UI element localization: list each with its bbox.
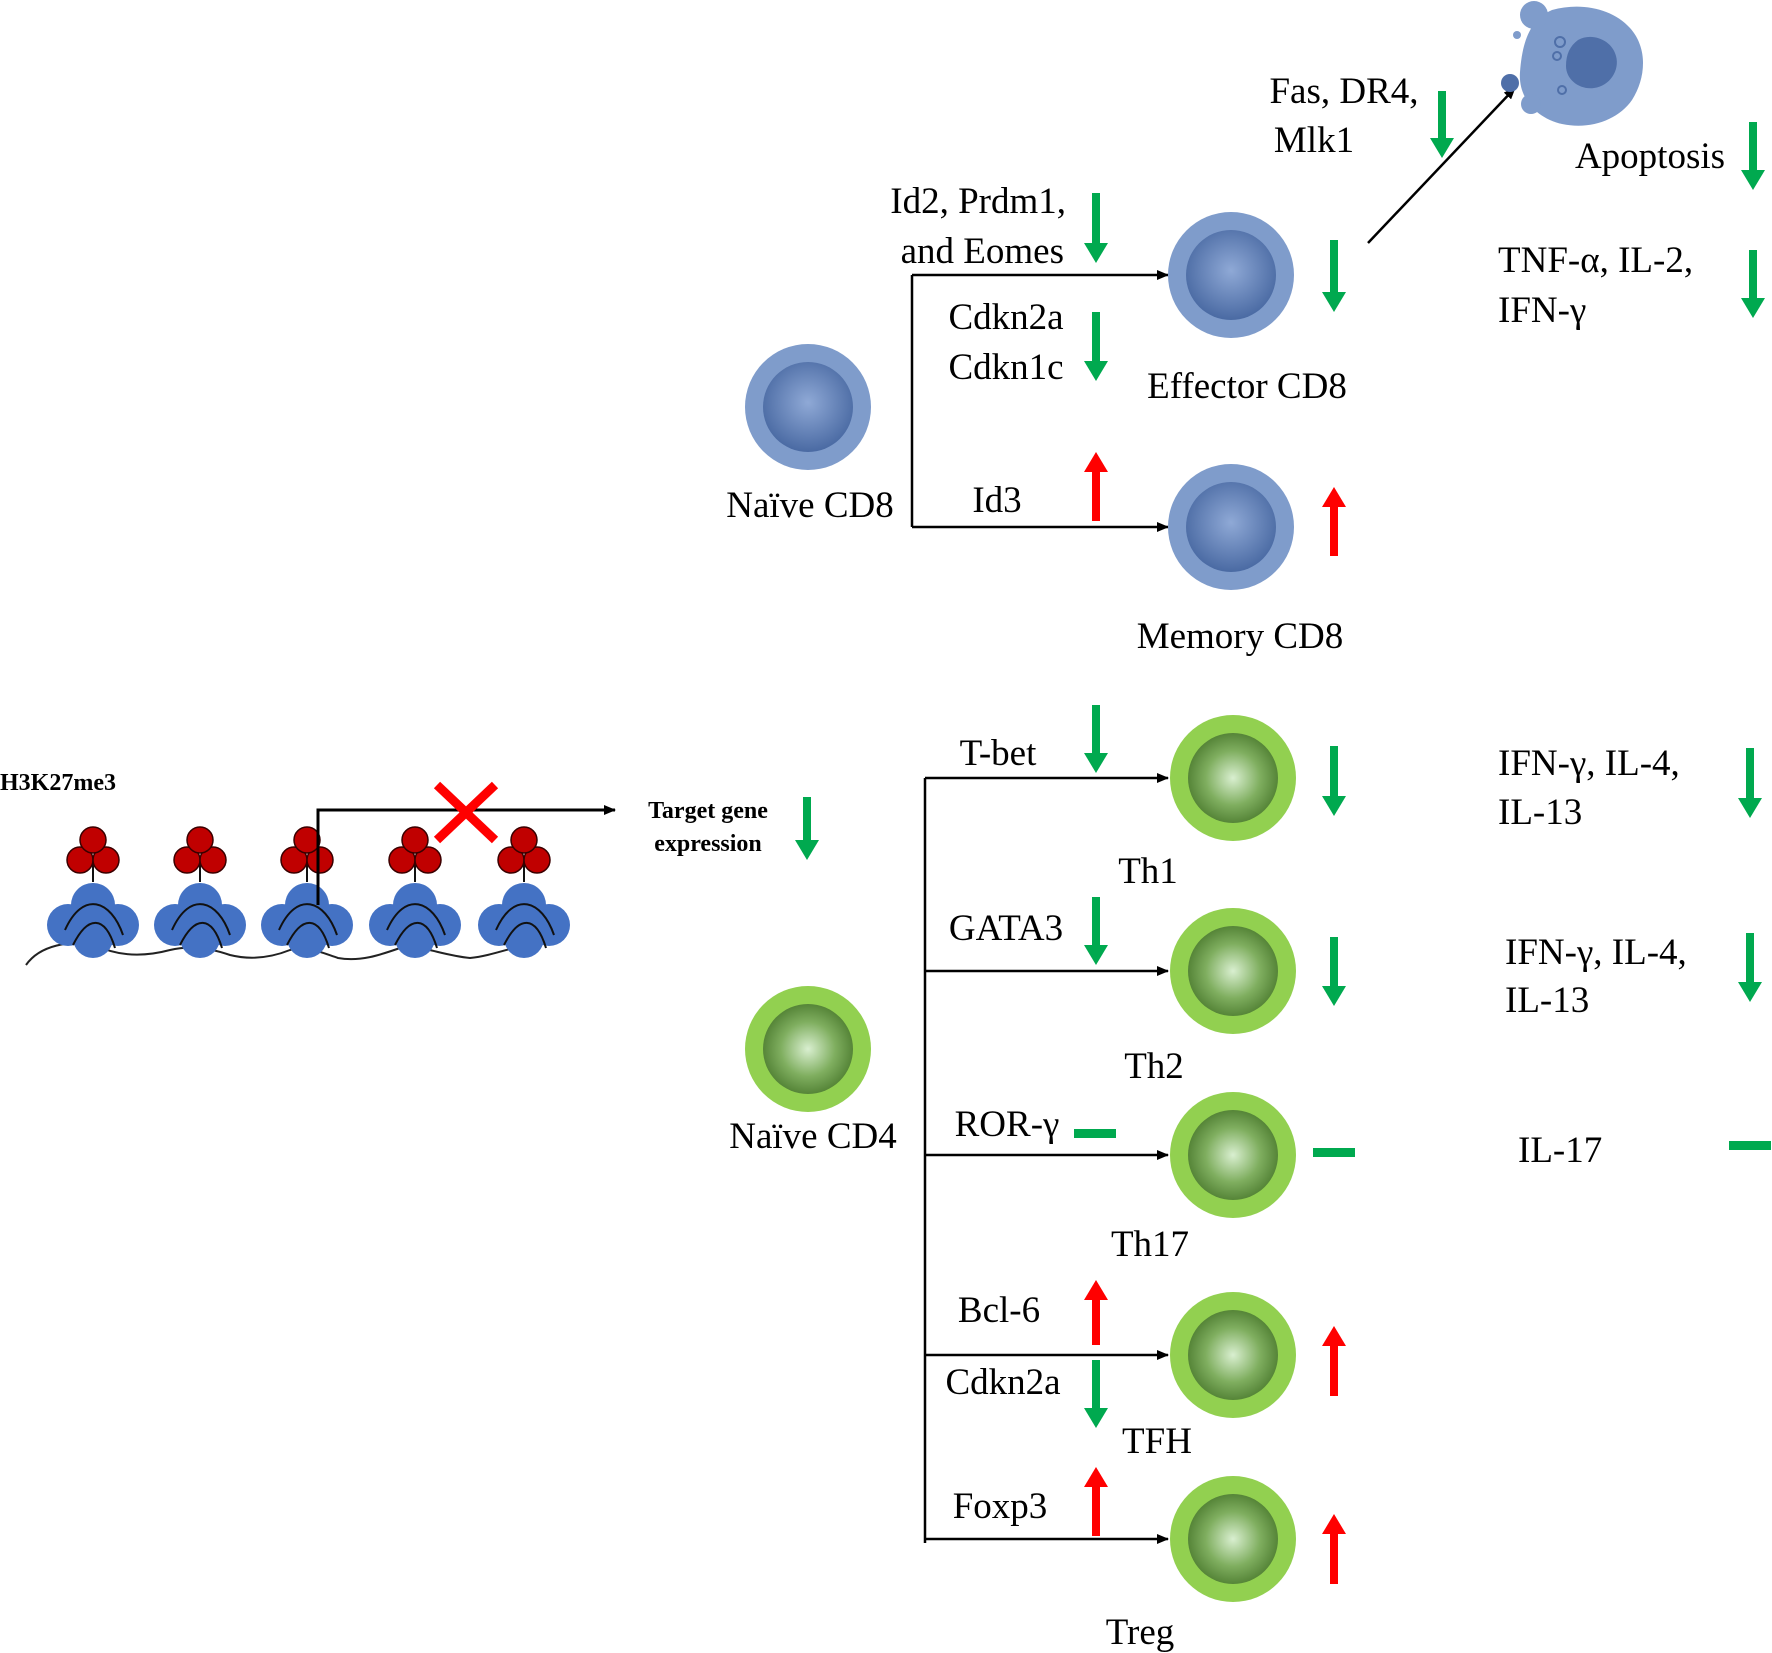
th1-cytokines-line2: IL-13 bbox=[1498, 792, 1582, 833]
apoptosis-down-arrow-icon bbox=[1741, 122, 1765, 190]
target-expression-label: expression bbox=[654, 831, 762, 857]
naive-cd8-label: Naïve CD8 bbox=[726, 485, 894, 526]
th2-regulator-label: GATA3 bbox=[949, 908, 1063, 949]
nucleosome-3 bbox=[261, 826, 353, 958]
nucleosome-1 bbox=[47, 826, 139, 958]
memory-regulator-label: Id3 bbox=[972, 480, 1021, 521]
memory-cd8-up-arrow-icon bbox=[1322, 487, 1346, 556]
effector-cd8-down-arrow-icon bbox=[1322, 240, 1346, 312]
th1-cytokines-line1: IFN-γ, IL-4, bbox=[1498, 743, 1680, 784]
th2-cell bbox=[1170, 908, 1296, 1034]
th1-down-arrow-icon bbox=[1322, 746, 1346, 816]
dna-strand bbox=[25, 942, 531, 966]
death-receptors-line1: Fas, DR4, bbox=[1269, 71, 1418, 112]
tfh-regulator2-down-arrow-icon bbox=[1084, 1360, 1108, 1428]
effector-cd8-cell bbox=[1168, 212, 1294, 338]
h3k27me3-mark-4 bbox=[388, 826, 442, 874]
th17-regulator-label: ROR-γ bbox=[955, 1104, 1060, 1145]
nucleosome-5 bbox=[478, 826, 570, 958]
target-gene-label: Target gene bbox=[648, 798, 768, 824]
expression-indicators bbox=[795, 91, 1771, 1584]
th1-regulator-down-arrow-icon bbox=[1084, 705, 1108, 773]
h3k27me3-mark-2 bbox=[173, 826, 227, 874]
cd8-panel: Naïve CD8 Effector CD8 Memory CD8 Id2, P… bbox=[726, 1, 1725, 657]
naive-cd8-cell bbox=[745, 344, 871, 470]
treg-regulator-label: Foxp3 bbox=[953, 1486, 1048, 1527]
tfh-regulator-up-arrow-icon bbox=[1084, 1280, 1108, 1345]
effector-cd8-label: Effector CD8 bbox=[1147, 366, 1347, 407]
th17-cytokines-dash-icon bbox=[1729, 1141, 1771, 1150]
effector-regulators-line2: and Eomes bbox=[901, 231, 1064, 272]
chromatin-panel: H3K27me3 Target gene expression bbox=[0, 770, 768, 966]
memory-cd8-cell bbox=[1168, 464, 1294, 590]
naive-cd4-label: Naïve CD4 bbox=[729, 1116, 897, 1157]
th17-cytokines-line1: IL-17 bbox=[1518, 1130, 1602, 1171]
h3k27me3-mark-3 bbox=[280, 826, 334, 874]
treg-regulator-up-arrow-icon bbox=[1084, 1467, 1108, 1536]
naive-cd4-cell bbox=[745, 986, 871, 1112]
cdk-inhibitors-down-arrow-icon bbox=[1084, 312, 1108, 381]
cdk-inhibitors-line1: Cdkn2a bbox=[948, 297, 1063, 338]
th2-down-arrow-icon bbox=[1322, 937, 1346, 1006]
th2-regulator-down-arrow-icon bbox=[1084, 897, 1108, 965]
cd8-branch-lines bbox=[910, 87, 1516, 532]
cd8-cytokines-line2: IFN-γ bbox=[1498, 290, 1586, 331]
th17-dash-icon bbox=[1313, 1148, 1355, 1157]
tfh-up-arrow-icon bbox=[1322, 1326, 1346, 1396]
th17-regulator-dash-icon bbox=[1074, 1129, 1116, 1138]
th1-regulator-label: T-bet bbox=[960, 733, 1037, 774]
tfh-label: TFH bbox=[1122, 1421, 1192, 1462]
th2-cytokines-down-arrow-icon bbox=[1738, 933, 1762, 1002]
tfh-regulator-label: Bcl-6 bbox=[958, 1290, 1040, 1331]
h3k27me3-mark-1 bbox=[66, 826, 120, 874]
treg-up-arrow-icon bbox=[1322, 1514, 1346, 1584]
th17-label: Th17 bbox=[1111, 1224, 1189, 1265]
effector-regulators-line1: Id2, Prdm1, bbox=[890, 181, 1066, 222]
tfh-cell bbox=[1170, 1292, 1296, 1418]
treg-cell bbox=[1170, 1476, 1296, 1602]
nucleosome-4 bbox=[369, 826, 461, 958]
th2-cytokines-line1: IFN-γ, IL-4, bbox=[1505, 932, 1687, 973]
target-expression-down-arrow-icon bbox=[795, 797, 819, 860]
blocked-transcription-x-icon bbox=[433, 781, 499, 844]
cd8-cytokines-line1: TNF-α, IL-2, bbox=[1498, 240, 1693, 281]
nucleosome-2 bbox=[154, 826, 246, 958]
tfh-regulator2-label: Cdkn2a bbox=[945, 1362, 1060, 1403]
th1-label: Th1 bbox=[1118, 851, 1178, 892]
h3k27me3-mark-5 bbox=[497, 826, 551, 874]
promoter-arrow bbox=[316, 805, 616, 905]
cdk-inhibitors-line2: Cdkn1c bbox=[948, 347, 1063, 388]
th1-cell bbox=[1170, 715, 1296, 841]
apoptosis-label: Apoptosis bbox=[1575, 136, 1725, 177]
death-receptors-line2: Mlk1 bbox=[1274, 120, 1354, 161]
th1-cytokines-down-arrow-icon bbox=[1738, 748, 1762, 818]
treg-label: Treg bbox=[1106, 1612, 1175, 1653]
th2-label: Th2 bbox=[1124, 1046, 1184, 1087]
apoptotic-cell-icon bbox=[1501, 1, 1643, 126]
effector-regulators-down-arrow-icon bbox=[1084, 193, 1108, 263]
death-receptors-down-arrow-icon bbox=[1430, 91, 1454, 158]
th17-cell bbox=[1170, 1092, 1296, 1218]
memory-regulator-up-arrow-icon bbox=[1084, 452, 1108, 521]
th2-cytokines-line2: IL-13 bbox=[1505, 980, 1589, 1021]
memory-cd8-label: Memory CD8 bbox=[1137, 616, 1344, 657]
cd8-cytokines-down-arrow-icon bbox=[1741, 250, 1765, 318]
h3k27me3-label: H3K27me3 bbox=[0, 770, 116, 796]
